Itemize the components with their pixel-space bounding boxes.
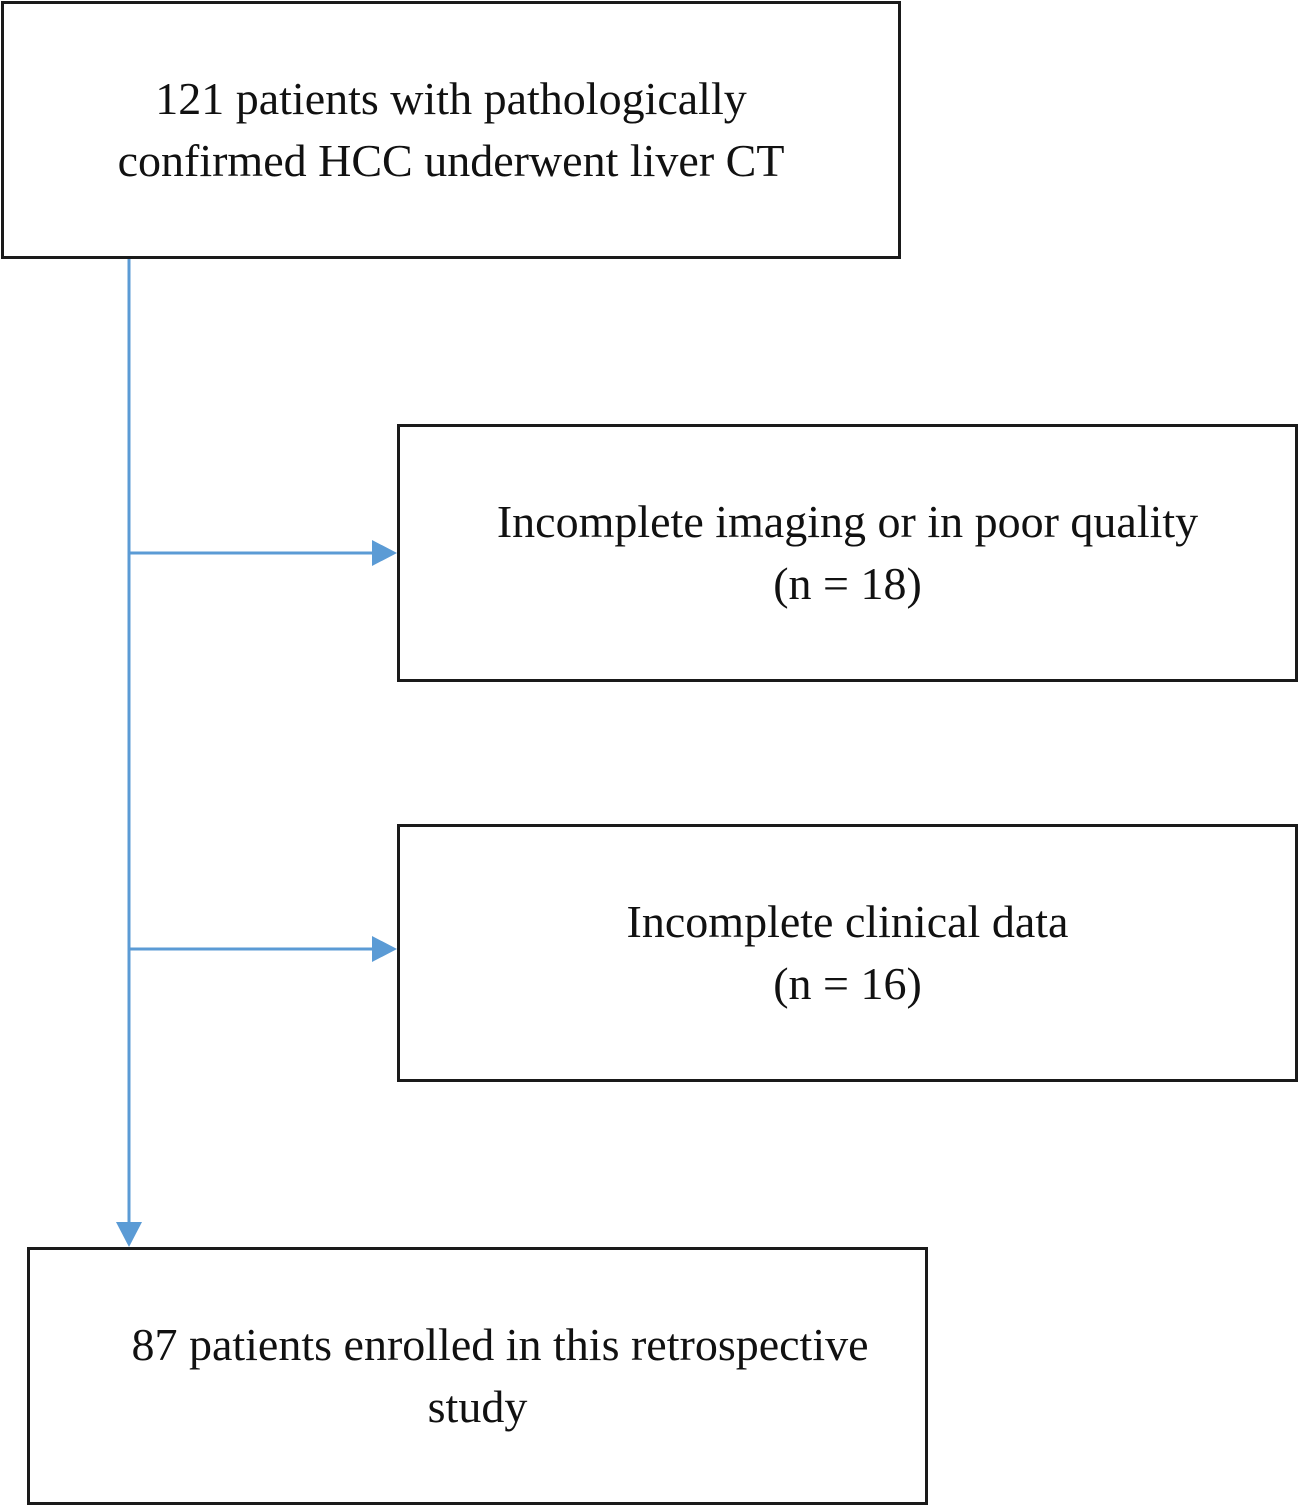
exclusion-clinical-label: Incomplete clinical data bbox=[626, 896, 1069, 947]
start-node-line-2: confirmed HCC underwent liver CT bbox=[117, 135, 785, 186]
arrowhead-final bbox=[116, 1222, 142, 1247]
final-node-line-2: study bbox=[427, 1381, 528, 1432]
final-node-line-1: 87 patients enrolled in this retrospecti… bbox=[131, 1319, 869, 1370]
exclusion-node-imaging: Incomplete imaging or in poor quality (n… bbox=[397, 424, 1298, 682]
arrowhead-exclusion-1 bbox=[372, 540, 397, 566]
final-node-box: 87 patients enrolled in this retrospecti… bbox=[27, 1247, 928, 1505]
start-node-box: 121 patients with pathologically confirm… bbox=[1, 1, 901, 259]
exclusion-imaging-label: Incomplete imaging or in poor quality bbox=[496, 496, 1199, 547]
start-node-line-1: 121 patients with pathologically bbox=[155, 73, 747, 124]
exclusion-clinical-count: (n = 16) bbox=[773, 958, 922, 1009]
exclusion-node-clinical: Incomplete clinical data (n = 16) bbox=[397, 824, 1298, 1082]
exclusion-imaging-count: (n = 18) bbox=[773, 558, 922, 609]
arrowhead-exclusion-2 bbox=[372, 936, 397, 962]
